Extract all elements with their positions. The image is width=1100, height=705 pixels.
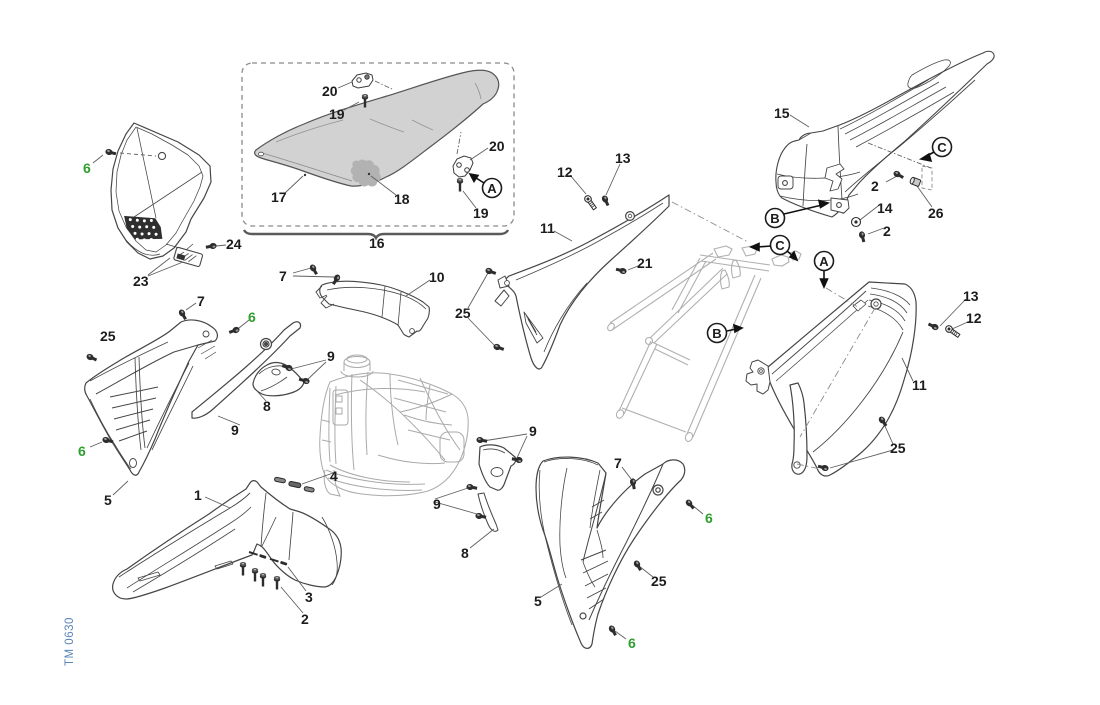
svg-text:17: 17 bbox=[271, 189, 287, 205]
svg-text:13: 13 bbox=[963, 288, 979, 304]
svg-text:20: 20 bbox=[489, 138, 505, 154]
svg-text:9: 9 bbox=[231, 422, 239, 438]
svg-text:6: 6 bbox=[248, 309, 256, 325]
svg-text:8: 8 bbox=[461, 545, 469, 561]
svg-text:A: A bbox=[819, 254, 829, 269]
svg-text:9: 9 bbox=[433, 496, 441, 512]
svg-text:3: 3 bbox=[305, 589, 313, 605]
svg-text:C: C bbox=[775, 238, 785, 253]
svg-text:12: 12 bbox=[966, 310, 982, 326]
svg-text:24: 24 bbox=[226, 236, 242, 252]
svg-text:11: 11 bbox=[540, 220, 555, 236]
svg-text:26: 26 bbox=[928, 205, 944, 221]
svg-text:5: 5 bbox=[104, 492, 112, 508]
svg-text:B: B bbox=[712, 326, 721, 341]
svg-text:10: 10 bbox=[429, 269, 445, 285]
svg-text:25: 25 bbox=[890, 440, 906, 456]
svg-text:25: 25 bbox=[651, 573, 667, 589]
svg-text:23: 23 bbox=[133, 273, 149, 289]
svg-text:2: 2 bbox=[883, 223, 891, 239]
svg-text:6: 6 bbox=[628, 635, 636, 651]
svg-text:14: 14 bbox=[877, 200, 893, 216]
svg-text:15: 15 bbox=[774, 105, 790, 121]
svg-text:4: 4 bbox=[330, 468, 338, 484]
svg-text:6: 6 bbox=[705, 510, 713, 526]
svg-text:16: 16 bbox=[369, 235, 385, 251]
svg-text:6: 6 bbox=[78, 443, 86, 459]
svg-text:9: 9 bbox=[327, 348, 335, 364]
svg-text:2: 2 bbox=[871, 178, 879, 194]
svg-text:19: 19 bbox=[473, 205, 489, 221]
svg-text:25: 25 bbox=[100, 328, 116, 344]
svg-text:7: 7 bbox=[197, 293, 205, 309]
svg-text:5: 5 bbox=[534, 593, 542, 609]
svg-text:2: 2 bbox=[301, 611, 309, 627]
svg-text:1: 1 bbox=[194, 487, 202, 503]
svg-text:13: 13 bbox=[615, 150, 631, 166]
svg-text:20: 20 bbox=[322, 83, 338, 99]
svg-text:19: 19 bbox=[329, 106, 345, 122]
svg-text:8: 8 bbox=[263, 398, 271, 414]
svg-text:TM 0630: TM 0630 bbox=[64, 617, 76, 666]
svg-text:7: 7 bbox=[614, 455, 622, 471]
svg-text:A: A bbox=[487, 181, 497, 196]
svg-text:18: 18 bbox=[394, 191, 410, 207]
svg-text:C: C bbox=[937, 140, 947, 155]
svg-text:7: 7 bbox=[279, 268, 287, 284]
svg-text:11: 11 bbox=[912, 377, 927, 393]
svg-text:12: 12 bbox=[557, 164, 573, 180]
svg-text:9: 9 bbox=[529, 423, 537, 439]
svg-text:B: B bbox=[770, 211, 779, 226]
svg-text:6: 6 bbox=[83, 160, 91, 176]
svg-text:25: 25 bbox=[455, 305, 471, 321]
svg-text:21: 21 bbox=[637, 255, 653, 271]
